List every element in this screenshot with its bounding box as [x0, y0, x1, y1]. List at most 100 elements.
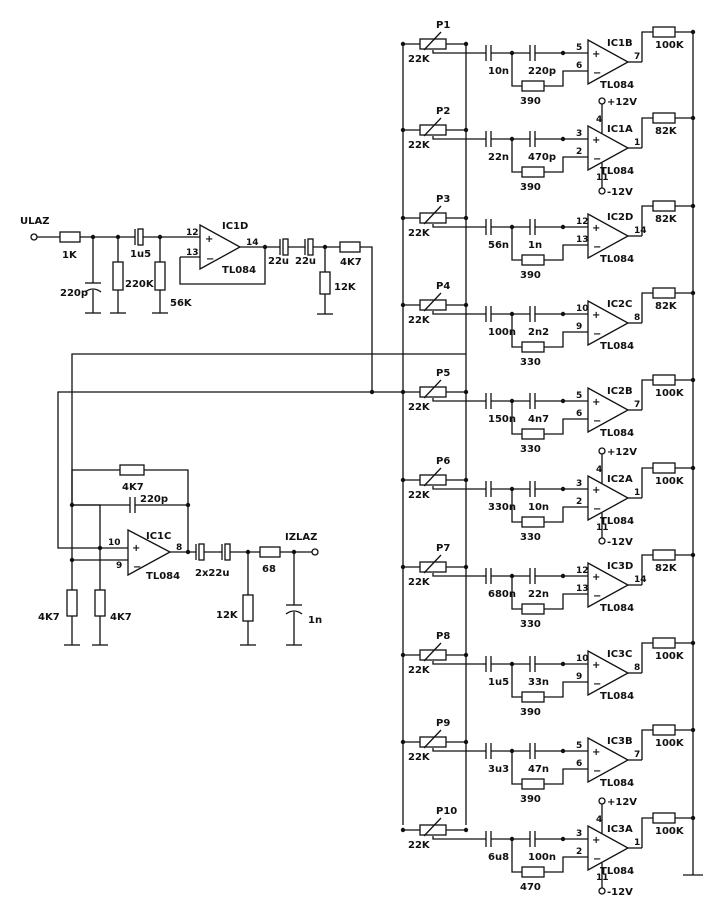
- svg-text:+: +: [592, 49, 600, 60]
- r-small: [521, 778, 545, 790]
- r-left-1: [66, 589, 78, 617]
- c-couple-label: 1u5: [130, 249, 151, 260]
- opamp-name: IC2A: [607, 474, 633, 485]
- svg-text:+: +: [592, 747, 600, 758]
- c2-value: 470p: [528, 152, 556, 163]
- c2-value: 4n7: [528, 414, 549, 425]
- c1-value: 100n: [488, 327, 516, 338]
- r-big: [652, 112, 676, 124]
- c1-value: 56n: [488, 240, 509, 251]
- pot-value: 22K: [408, 54, 431, 65]
- opamp: [587, 38, 630, 86]
- pin-minus: 6: [576, 61, 582, 71]
- r-big-value: 82K: [655, 126, 678, 137]
- c-shunt-label: 220p: [60, 288, 88, 299]
- pin-minus: 2: [576, 147, 582, 157]
- output-label: IZLAZ: [285, 532, 317, 543]
- pot-value: 22K: [408, 228, 431, 239]
- pin-vplus: 4: [596, 115, 602, 125]
- vplus-terminal: [598, 97, 606, 105]
- r-small-value: 470: [520, 882, 541, 893]
- pot-wiper-arrow: [423, 467, 442, 487]
- svg-text:4K7: 4K7: [110, 612, 132, 623]
- opamp-part: TL084: [600, 80, 634, 91]
- r-small: [521, 166, 545, 178]
- vminus-terminal: [598, 887, 606, 895]
- svg-text:+: +: [132, 543, 140, 554]
- r-small: [521, 341, 545, 353]
- opamp-part: TL084: [600, 516, 634, 527]
- pot-wiper-arrow: [423, 817, 442, 837]
- c1-value: 10n: [488, 66, 509, 77]
- pot-value: 22K: [408, 140, 431, 151]
- r-big: [652, 462, 676, 474]
- r-small: [521, 516, 545, 528]
- pin-minus: 2: [576, 497, 582, 507]
- vplus-terminal: [598, 447, 606, 455]
- svg-text:−: −: [593, 766, 601, 777]
- pin-minus: 13: [576, 584, 589, 594]
- pin-vminus: 11: [596, 873, 609, 883]
- pin-plus: 3: [576, 479, 582, 489]
- opamp: [587, 299, 630, 347]
- pin-plus: 5: [576, 741, 582, 751]
- opamp-name: IC2C: [607, 299, 632, 310]
- pin-plus: 10: [576, 304, 589, 314]
- c2-value: 100n: [528, 852, 556, 863]
- r-left-2: [94, 589, 106, 617]
- pin-out: 1: [634, 488, 640, 498]
- pin-vplus: 4: [596, 815, 602, 825]
- svg-text:−: −: [593, 504, 601, 515]
- pin-out: 7: [634, 750, 640, 760]
- svg-text:+: +: [592, 660, 600, 671]
- opamp-part: TL084: [600, 166, 634, 177]
- opamp: [587, 474, 630, 522]
- svg-text:14: 14: [246, 238, 259, 248]
- r-big-value: 100K: [655, 476, 685, 487]
- opamp-ic1c: [127, 528, 172, 577]
- pin-plus: 10: [576, 654, 589, 664]
- opamp-name: IC3C: [607, 649, 632, 660]
- c-out2-label: 22u: [295, 256, 316, 267]
- pin-out: 14: [634, 226, 647, 236]
- r-small-value: 330: [520, 619, 541, 630]
- c1-value: 6u8: [488, 852, 509, 863]
- r-big-value: 100K: [655, 388, 685, 399]
- pin-plus: 3: [576, 129, 582, 139]
- r-ref-label: 56K: [170, 298, 193, 309]
- pin-out: 7: [634, 400, 640, 410]
- svg-text:−: −: [593, 679, 601, 690]
- vminus-terminal: [598, 537, 606, 545]
- r-big: [652, 26, 676, 38]
- svg-text:+: +: [592, 485, 600, 496]
- r-out-gnd: [242, 594, 254, 622]
- r-bias-label: 220K: [125, 279, 155, 290]
- r-big: [652, 637, 676, 649]
- pot-value: 22K: [408, 577, 431, 588]
- r-big: [652, 724, 676, 736]
- svg-text:−: −: [133, 562, 141, 573]
- ic1c-part: TL084: [146, 571, 180, 582]
- vplus-label: +12V: [607, 447, 637, 458]
- pin-minus: 6: [576, 409, 582, 419]
- svg-text:+: +: [592, 310, 600, 321]
- input-terminal: [30, 233, 38, 241]
- pin-vminus: 11: [596, 523, 609, 533]
- pot-value: 22K: [408, 402, 431, 413]
- opamp-part: TL084: [600, 254, 634, 265]
- r-input-label: 1K: [62, 250, 78, 261]
- svg-text:13: 13: [186, 248, 199, 258]
- pot-name: P7: [436, 543, 450, 554]
- pot-value: 22K: [408, 840, 431, 851]
- r-small-value: 390: [520, 270, 541, 281]
- opamp: [587, 561, 630, 609]
- c2-value: 220p: [528, 66, 556, 77]
- c2-value: 10n: [528, 502, 549, 513]
- opamp: [587, 736, 630, 784]
- pot-wiper-arrow: [423, 31, 442, 51]
- r-big: [652, 200, 676, 212]
